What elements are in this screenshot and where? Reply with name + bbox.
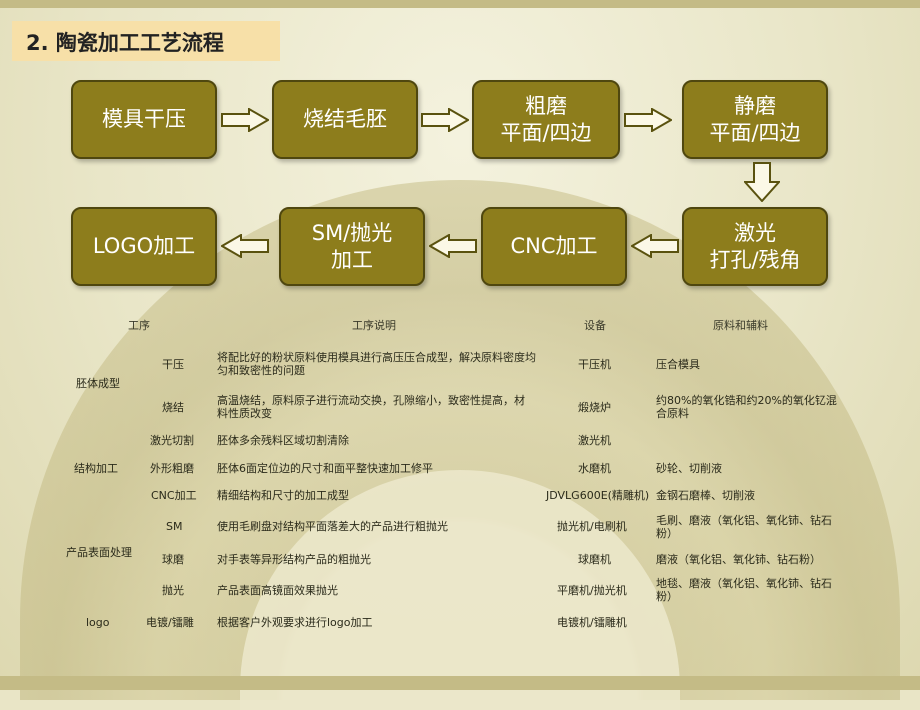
page-title: 2. 陶瓷加工工艺流程	[26, 31, 224, 55]
table-cell-description: 将配比好的粉状原料使用模具进行高压压合成型，解决原料密度均匀和致密性的问题	[217, 351, 536, 377]
table-cell-material: 磨液（氧化铝、氧化铈、钻石粉）	[656, 553, 821, 566]
flow-step-sublabel: 打孔/残角	[709, 247, 801, 272]
table-cell-description: 高温烧结，原料原子进行流动交换，孔隙缩小，致密性提高，材料性质改变	[217, 394, 525, 420]
table-cell-step: 球磨	[162, 553, 184, 566]
table-cell-step: CNC加工	[151, 489, 197, 502]
table-header-equipment: 设备	[584, 319, 606, 332]
table-group-label: logo	[86, 616, 110, 629]
flow-step-laser: 激光 打孔/残角	[682, 207, 828, 286]
table-header-materials: 原料和辅料	[713, 319, 768, 332]
flow-step-cnc: CNC加工	[481, 207, 627, 286]
table-cell-equipment: 球磨机	[578, 553, 611, 566]
table-cell-description: 根据客户外观要求进行logo加工	[217, 616, 373, 629]
table-cell-step: 电镀/镭雕	[146, 616, 194, 629]
flow-step-label: SM/抛光	[311, 220, 393, 245]
table-header-description: 工序说明	[352, 319, 396, 332]
table-cell-material: 金钢石磨棒、切削液	[656, 489, 755, 502]
table-cell-material: 毛刷、磨液（氧化铝、氧化铈、钻石粉）	[656, 514, 832, 540]
table-cell-material: 地毯、磨液（氧化铝、氧化铈、钻石粉）	[656, 577, 832, 603]
table-cell-material: 压合模具	[656, 358, 700, 371]
flow-step-fine-grind: 静磨 平面/四边	[682, 80, 828, 159]
table-cell-step: 抛光	[162, 584, 184, 597]
table-cell-description: 产品表面高镜面效果抛光	[217, 584, 338, 597]
flow-step-label: 粗磨	[525, 93, 567, 118]
table-cell-equipment: 水磨机	[578, 462, 611, 475]
table-cell-step: SM	[166, 520, 183, 533]
flow-step-rough-grind: 粗磨 平面/四边	[472, 80, 620, 159]
flow-step-label: 激光	[734, 220, 776, 245]
flow-step-mold-press: 模具干压	[71, 80, 217, 159]
flow-step-sublabel: 平面/四边	[500, 120, 592, 145]
table-cell-equipment: 煅烧炉	[578, 401, 611, 414]
table-header-step: 工序	[128, 319, 150, 332]
arrow-right-icon	[221, 108, 269, 132]
flow-step-label: 静磨	[734, 93, 776, 118]
bottom-band	[0, 676, 920, 690]
table-cell-step: 外形粗磨	[150, 462, 194, 475]
table-cell-equipment: JDVLG600E(精雕机)	[546, 489, 650, 502]
flow-step-label: CNC加工	[510, 234, 598, 258]
table-group-label: 结构加工	[74, 462, 118, 475]
table-cell-material: 约80%的氧化锆和约20%的氧化钇混合原料	[656, 394, 837, 420]
table-cell-step: 烧结	[162, 401, 184, 414]
table-cell-description: 胚体多余残料区域切割清除	[217, 434, 349, 447]
table-cell-step: 干压	[162, 358, 184, 371]
arrow-right-icon	[624, 108, 672, 132]
table-group-label: 产品表面处理	[66, 546, 132, 559]
table-cell-step: 激光切割	[150, 434, 194, 447]
flow-step-label: 烧结毛胚	[303, 107, 387, 131]
flow-step-logo: LOGO加工	[71, 207, 217, 286]
table-cell-equipment: 激光机	[578, 434, 611, 447]
flow-step-label: 模具干压	[102, 107, 186, 131]
table-cell-material: 砂轮、切削液	[656, 462, 722, 475]
title-box	[12, 21, 280, 61]
table-cell-equipment: 抛光机/电刷机	[557, 520, 627, 533]
arrow-left-icon	[631, 234, 679, 258]
arrow-left-icon	[221, 234, 269, 258]
flow-step-label: LOGO加工	[92, 234, 196, 258]
table-cell-description: 精细结构和尺寸的加工成型	[217, 489, 349, 502]
arrow-right-icon	[421, 108, 469, 132]
table-cell-equipment: 平磨机/抛光机	[557, 584, 627, 597]
table-group-label: 胚体成型	[76, 377, 120, 390]
table-cell-equipment: 电镀机/镭雕机	[557, 616, 627, 629]
flow-step-sublabel: 平面/四边	[709, 120, 801, 145]
table-cell-description: 胚体6面定位边的尺寸和面平整快速加工修平	[217, 462, 433, 475]
table-cell-description: 对手表等异形结构产品的粗抛光	[217, 553, 371, 566]
flow-step-sublabel: 加工	[331, 247, 373, 272]
top-band	[0, 0, 920, 8]
flow-step-sinter: 烧结毛胚	[272, 80, 418, 159]
table-cell-description: 使用毛刷盘对结构平面落差大的产品进行粗抛光	[217, 520, 448, 533]
flow-step-sm-polish: SM/抛光 加工	[279, 207, 425, 286]
table-cell-equipment: 干压机	[578, 358, 611, 371]
arrow-left-icon	[429, 234, 477, 258]
arrow-down-icon	[744, 162, 780, 202]
